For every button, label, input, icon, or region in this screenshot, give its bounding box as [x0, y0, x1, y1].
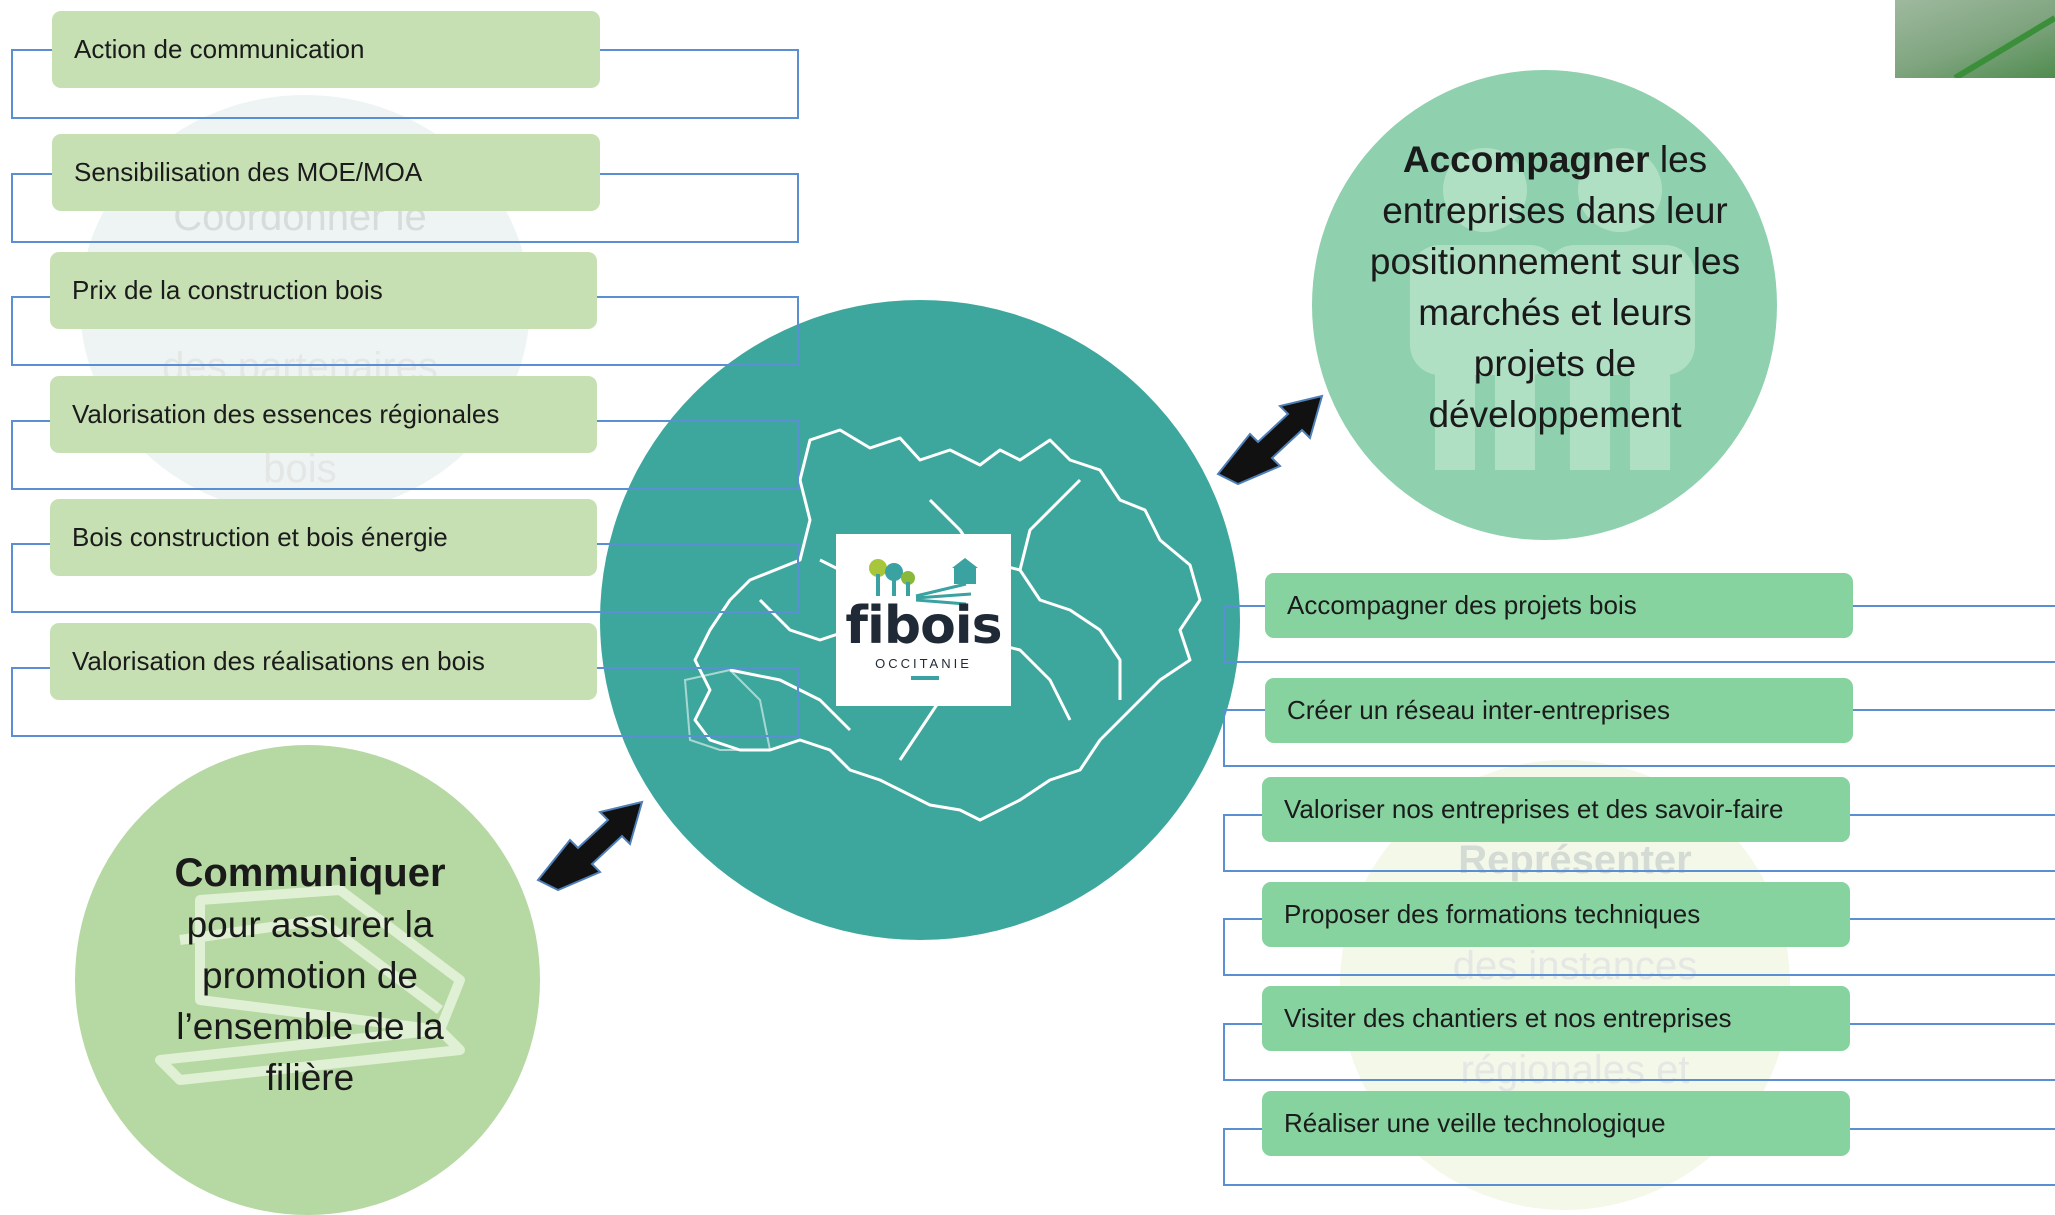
trees-logo-icon [869, 558, 978, 606]
photo-fragment [1895, 0, 2055, 81]
left-item-2: Sensibilisation des MOE/MOA [52, 134, 600, 211]
faint-text-instances: des instances [1452, 944, 1698, 988]
left-item-5: Bois construction et bois énergie [50, 499, 597, 576]
accompagner-text: Accompagner les entreprises dans leur po… [1360, 134, 1750, 440]
left-item-3: Prix de la construction bois [50, 252, 597, 329]
right-item-3: Valoriser nos entreprises et des savoir-… [1262, 777, 1850, 842]
communiquer-text: Communiquer pour assurer la promotion de… [115, 848, 505, 1103]
left-item-1: Action de communication [52, 11, 600, 88]
papers-icon [155, 885, 465, 1085]
faint-text-representer: Représenter [1458, 838, 1692, 882]
left-item-4: Valorisation des essences régionales [50, 376, 597, 453]
fibois-logo: fibois OCCITANIE [836, 534, 1011, 706]
accompagner-bold: Accompagner [1402, 139, 1650, 180]
accompagner-rest: les entreprises dans leur positionnement… [1369, 139, 1741, 435]
faint-text-regionales: régionales et [1460, 1048, 1690, 1092]
communiquer-rest: pour assurer la promotion de l’ensemble … [176, 904, 444, 1098]
communiquer-bold: Communiquer [174, 851, 446, 895]
left-item-6: Valorisation des réalisations en bois [50, 623, 597, 700]
right-item-5: Visiter des chantiers et nos entreprises [1262, 986, 1850, 1051]
right-item-6: Réaliser une veille technologique [1262, 1091, 1850, 1156]
logo-underline [911, 676, 939, 680]
logo-name: fibois [845, 596, 1002, 656]
right-item-4: Proposer des formations techniques [1262, 882, 1850, 947]
logo-region: OCCITANIE [875, 656, 972, 671]
faint-text-bois: bois [263, 447, 337, 491]
photo-stripe-icon [1953, 15, 2055, 81]
arrow-accompagner-icon [1216, 394, 1324, 486]
right-item-2: Créer un réseau inter-entreprises [1265, 678, 1853, 743]
arrow-communiquer-icon [536, 800, 644, 892]
people-icon [1410, 148, 1695, 470]
right-item-1: Accompagner des projets bois [1265, 573, 1853, 638]
